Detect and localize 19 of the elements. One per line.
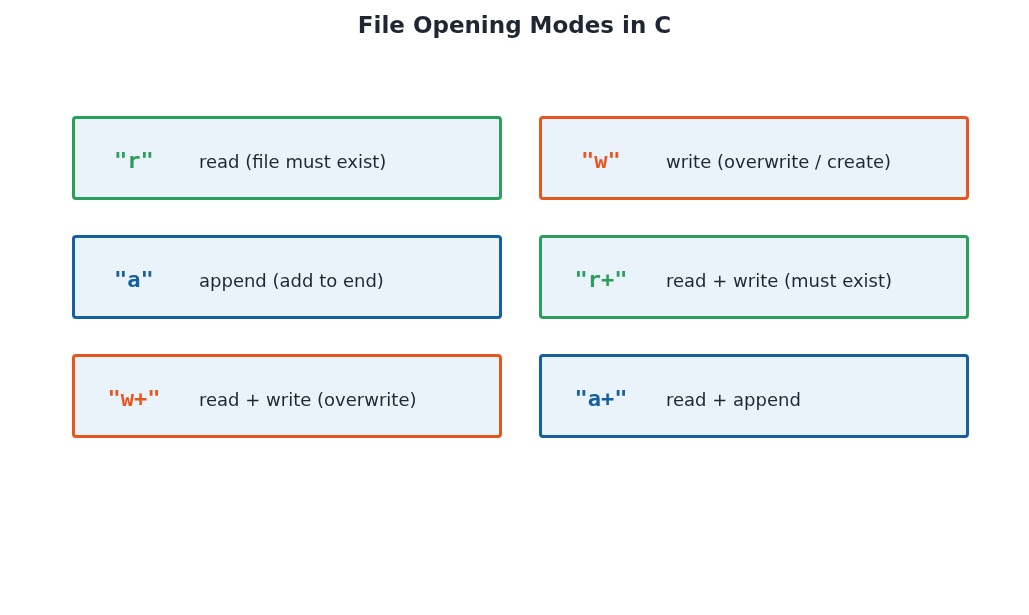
mode-description: read (file must exist)	[199, 152, 387, 172]
mode-description: read + write (overwrite)	[199, 390, 417, 410]
mode-description: read + append	[666, 390, 801, 410]
mode-card	[72, 116, 502, 200]
mode-string: "a"	[114, 268, 154, 292]
mode-card	[539, 235, 969, 319]
mode-string: "r+"	[574, 268, 628, 292]
mode-description: read + write (must exist)	[666, 271, 893, 291]
mode-string: "r"	[114, 149, 154, 173]
mode-description: append (add to end)	[199, 271, 384, 291]
mode-string: "w+"	[107, 387, 161, 411]
mode-description: write (overwrite / create)	[666, 152, 892, 172]
mode-string: "a+"	[574, 387, 628, 411]
mode-card	[72, 235, 502, 319]
mode-card	[539, 354, 969, 438]
diagram-title: File Opening Modes in C	[356, 12, 673, 38]
mode-card	[72, 354, 502, 438]
mode-card	[539, 116, 969, 200]
mode-string: "w"	[581, 149, 621, 173]
